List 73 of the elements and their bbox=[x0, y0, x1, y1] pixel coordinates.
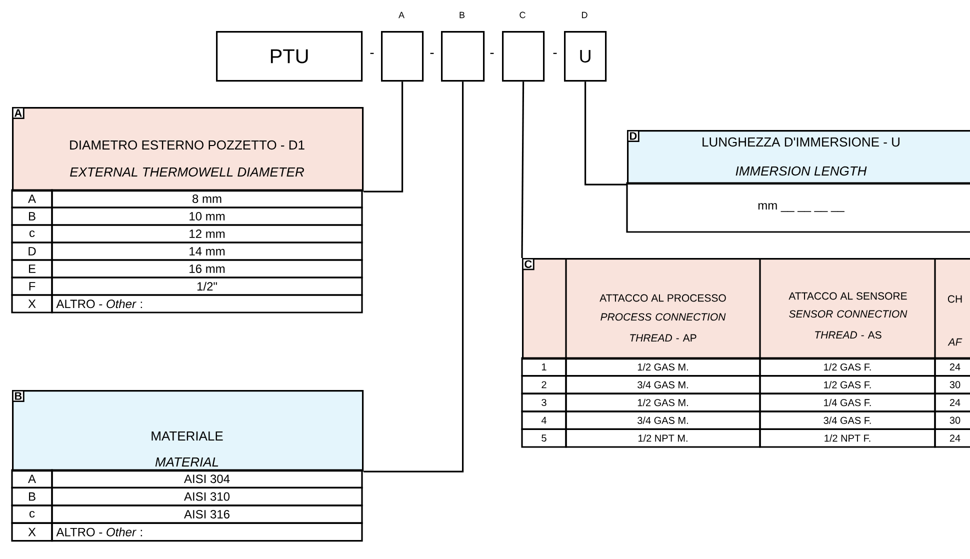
table-cell: B bbox=[11, 206, 53, 226]
header-text: CH bbox=[948, 295, 962, 303]
table-cell: 1/2 GAS M. bbox=[565, 392, 761, 412]
header-text: MATERIAL bbox=[155, 458, 218, 466]
table-cell: c bbox=[11, 504, 53, 524]
separator-dash: - bbox=[430, 52, 434, 54]
separator-dash: - bbox=[553, 52, 557, 54]
header-text: IMMERSION LENGTH bbox=[736, 166, 867, 176]
table-cell: 1/2 GAS F. bbox=[759, 357, 936, 377]
table-cell: X bbox=[11, 294, 53, 314]
table-cell: 3/4 GAS F. bbox=[759, 410, 936, 430]
connector-line bbox=[584, 82, 627, 186]
table-cell: F bbox=[11, 276, 53, 296]
table-cell: 1 bbox=[521, 357, 567, 377]
table-cell: 30 bbox=[934, 375, 970, 394]
table-cell: 24 bbox=[934, 392, 970, 412]
table-cell: 1/2 GAS F. bbox=[759, 375, 936, 394]
table-cell: 16 mm bbox=[51, 259, 363, 278]
table-cell: 10 mm bbox=[51, 206, 363, 226]
table-cell: A bbox=[11, 189, 53, 208]
letter-label: A bbox=[398, 12, 404, 18]
table-cell: X bbox=[11, 522, 53, 542]
header-text: MATERIALE bbox=[152, 432, 223, 440]
header-text: DIAMETRO ESTERNO POZZETTO - D1 bbox=[70, 140, 304, 150]
table-cell: 1/2 NPT M. bbox=[565, 428, 761, 448]
connector-line bbox=[364, 82, 404, 192]
connector-line bbox=[521, 82, 524, 258]
table-cell: AISI 310 bbox=[51, 486, 363, 506]
table-cell: mm __ __ __ __ bbox=[626, 182, 970, 233]
table-cell: B bbox=[11, 486, 53, 506]
table-cell: 4 bbox=[521, 410, 567, 430]
header-text: LUNGHEZZA D'IMMERSIONE - U bbox=[702, 137, 900, 147]
letter-badge: B bbox=[12, 390, 24, 402]
code-box: PTU bbox=[216, 31, 363, 82]
letter-badge: C bbox=[522, 258, 534, 270]
table-cell: c bbox=[11, 224, 53, 244]
header-text: AF bbox=[948, 338, 962, 346]
table-cell: 5 bbox=[521, 428, 567, 448]
letter-badge: A bbox=[12, 107, 24, 119]
header-text: PROCESS CONNECTION THREAD - AP bbox=[600, 313, 726, 342]
table-cell: E bbox=[11, 259, 53, 278]
table-cell: ALTRO - Other : bbox=[51, 294, 363, 314]
header-text: SENSOR CONNECTION THREAD - AS bbox=[789, 310, 908, 339]
separator-dash: - bbox=[370, 52, 374, 54]
table-cell: 1/4 GAS F. bbox=[759, 392, 936, 412]
table-cell: 24 bbox=[934, 357, 970, 377]
table-cell: 14 mm bbox=[51, 242, 363, 261]
table-cell: ALTRO - Other : bbox=[51, 522, 363, 542]
table-cell: 2 bbox=[521, 375, 567, 394]
table-cell: 3 bbox=[521, 392, 567, 412]
table-cell: D bbox=[11, 242, 53, 261]
letter-badge: D bbox=[627, 130, 640, 142]
header-text: ATTACCO AL PROCESSO bbox=[600, 294, 726, 302]
letter-label: B bbox=[460, 12, 465, 18]
header-text: EXTERNAL THERMOWELL DIAMETER bbox=[70, 167, 304, 177]
table-cell: 1/2 GAS M. bbox=[565, 357, 761, 377]
code-box: U bbox=[564, 31, 607, 82]
table-cell: AISI 304 bbox=[51, 469, 363, 488]
connector-line bbox=[364, 82, 464, 472]
table-cell: 30 bbox=[934, 410, 970, 430]
letter-label: D bbox=[582, 12, 588, 18]
table-cell: 3/4 GAS M. bbox=[565, 410, 761, 430]
table-cell: 3/4 GAS M. bbox=[565, 375, 761, 394]
table-cell: 8 mm bbox=[51, 189, 363, 208]
header-text: ATTACCO AL SENSORE bbox=[788, 292, 907, 300]
table-cell: 1/2 NPT F. bbox=[759, 428, 936, 448]
table-cell: 1/2" bbox=[51, 276, 363, 296]
table-cell: AISI 316 bbox=[51, 504, 363, 524]
letter-label: C bbox=[520, 12, 526, 18]
table-cell: 24 bbox=[934, 428, 970, 448]
table-cell: 12 mm bbox=[51, 224, 363, 244]
table-cell: A bbox=[11, 469, 53, 488]
separator-dash: - bbox=[490, 52, 494, 54]
